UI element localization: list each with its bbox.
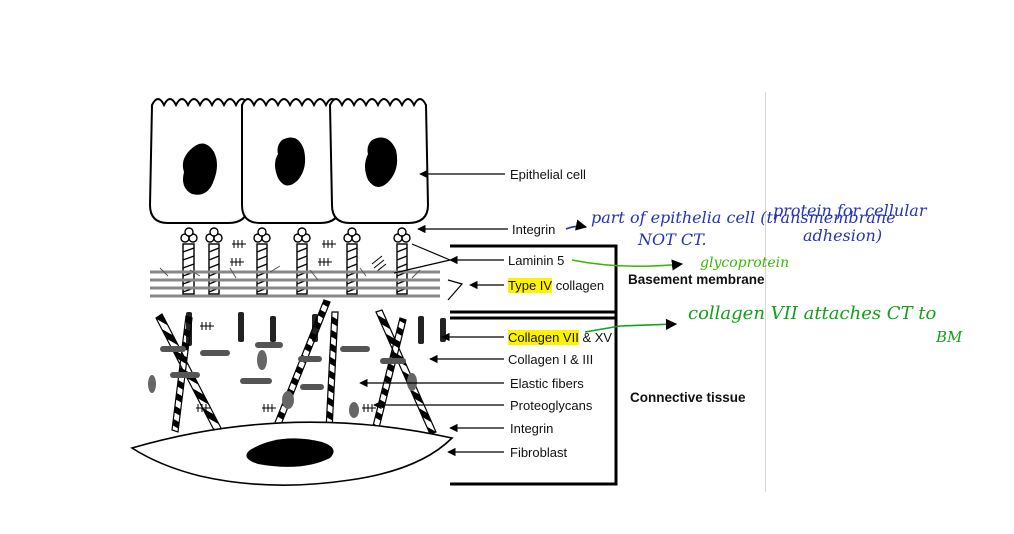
integrin-stalk-1 (180, 227, 198, 295)
collagen-vii-note-arrow (584, 318, 678, 333)
label-epithelial-cell: Epithelial cell (510, 167, 586, 182)
proteoglycan-marks (196, 322, 376, 412)
integrin-stalk-3 (253, 227, 271, 295)
label-collagen-vii: Collagen VII & XV (508, 330, 612, 345)
label-type-iv-highlight: Type IV (508, 278, 553, 293)
label-proteoglycans: Proteoglycans (510, 398, 593, 413)
label-connective-tissue: Connective tissue (630, 390, 746, 405)
laminin-note-arrow (571, 259, 684, 271)
integrin-stalk-5 (343, 227, 361, 295)
nucleus-1 (182, 143, 217, 195)
integrin-stalk-4 (293, 227, 311, 295)
nucleus-3 (365, 137, 398, 187)
nuclei (182, 137, 398, 195)
note-collagen-vii-line2: BM (936, 328, 963, 346)
note-integrin-line2: protein for cellular (773, 201, 927, 220)
laminin-marks (230, 240, 387, 273)
collagen-i-iii-fibers (160, 342, 406, 390)
note-integrin-line3: NOT CT. (638, 230, 707, 249)
label-integrin-top: Integrin (512, 222, 556, 237)
label-fibroblast: Fibroblast (510, 445, 568, 460)
label-elastic-fibers: Elastic fibers (510, 376, 584, 391)
note-collagen-vii-line1: collagen VII attaches CT to (688, 303, 937, 324)
note-integrin-line1: part of epithelia cell (transmembrane (591, 208, 896, 227)
label-laminin: Laminin 5 (508, 253, 565, 268)
integrin-stalks (180, 227, 411, 295)
fibroblast-cell (130, 421, 454, 486)
label-basement-membrane: Basement membrane (628, 272, 765, 287)
note-laminin-glycoprotein: glycoprotein (700, 255, 790, 271)
collagen-fibers (155, 299, 437, 435)
label-type-iv-collagen: Type IV collagen (508, 278, 604, 293)
label-integrin-bottom: Integrin (510, 421, 554, 436)
label-type-iv-rest: collagen (552, 278, 605, 293)
integrin-stalk-2 (205, 227, 223, 295)
type-iv-collagen-mesh (150, 270, 440, 298)
page-divider (765, 92, 766, 492)
label-leaders (359, 169, 508, 457)
label-collagen-i-iii: Collagen I & III (508, 352, 594, 367)
note-integrin-line4: adhesion) (803, 226, 883, 245)
label-collagen-vii-highlight: Collagen VII (508, 330, 579, 345)
elastic-fiber-blobs (148, 350, 417, 418)
integrin-stalk-6 (393, 227, 411, 295)
nucleus-2 (275, 137, 306, 186)
region-brackets (450, 244, 618, 486)
label-collagen-vii-rest: & XV (578, 330, 613, 345)
integrin-note-arrow (565, 219, 588, 231)
